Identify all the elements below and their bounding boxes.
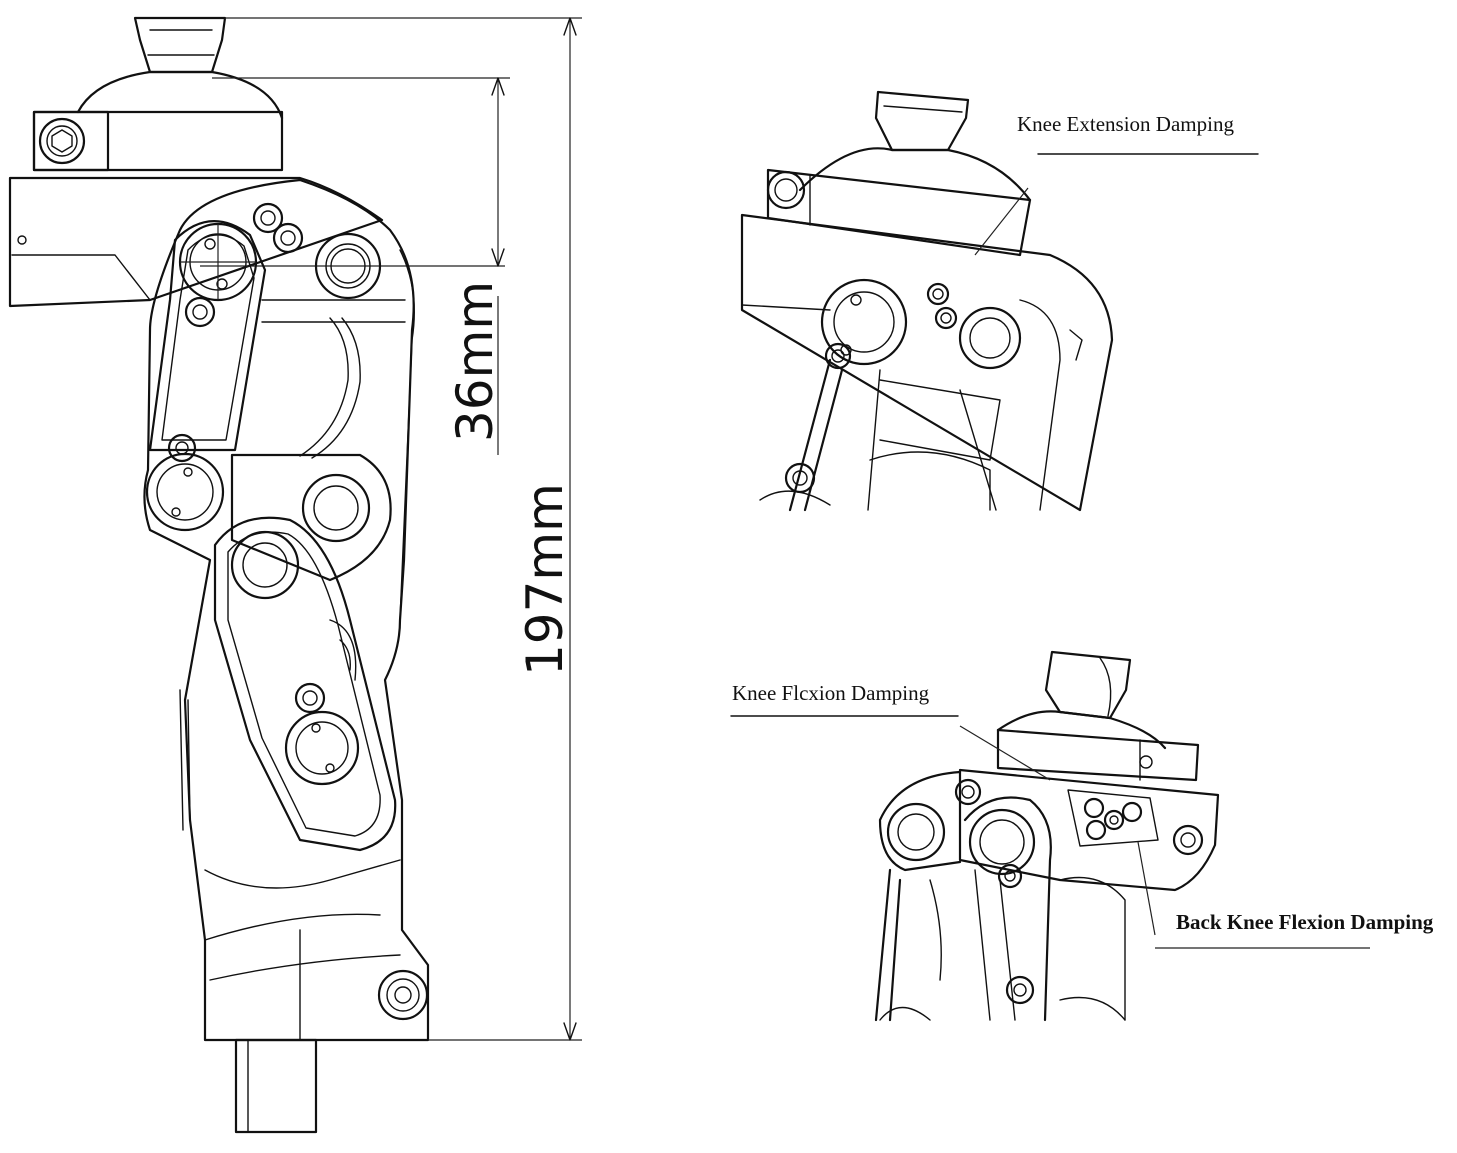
extension-view-knee	[740, 90, 1114, 512]
dimension-36mm-label: 36mm	[446, 280, 504, 442]
dimension-lines	[212, 17, 582, 1041]
knee-flexion-damping-label: Knee Flcxion Damping	[732, 681, 930, 705]
side-view-knee	[8, 16, 505, 1134]
dimension-197mm-label: 197mm	[516, 483, 574, 676]
flexion-view-knee	[874, 650, 1220, 1022]
back-knee-flexion-damping-label: Back Knee Flexion Damping	[1176, 910, 1434, 934]
knee-extension-damping-label: Knee Extension Damping	[1017, 112, 1234, 136]
